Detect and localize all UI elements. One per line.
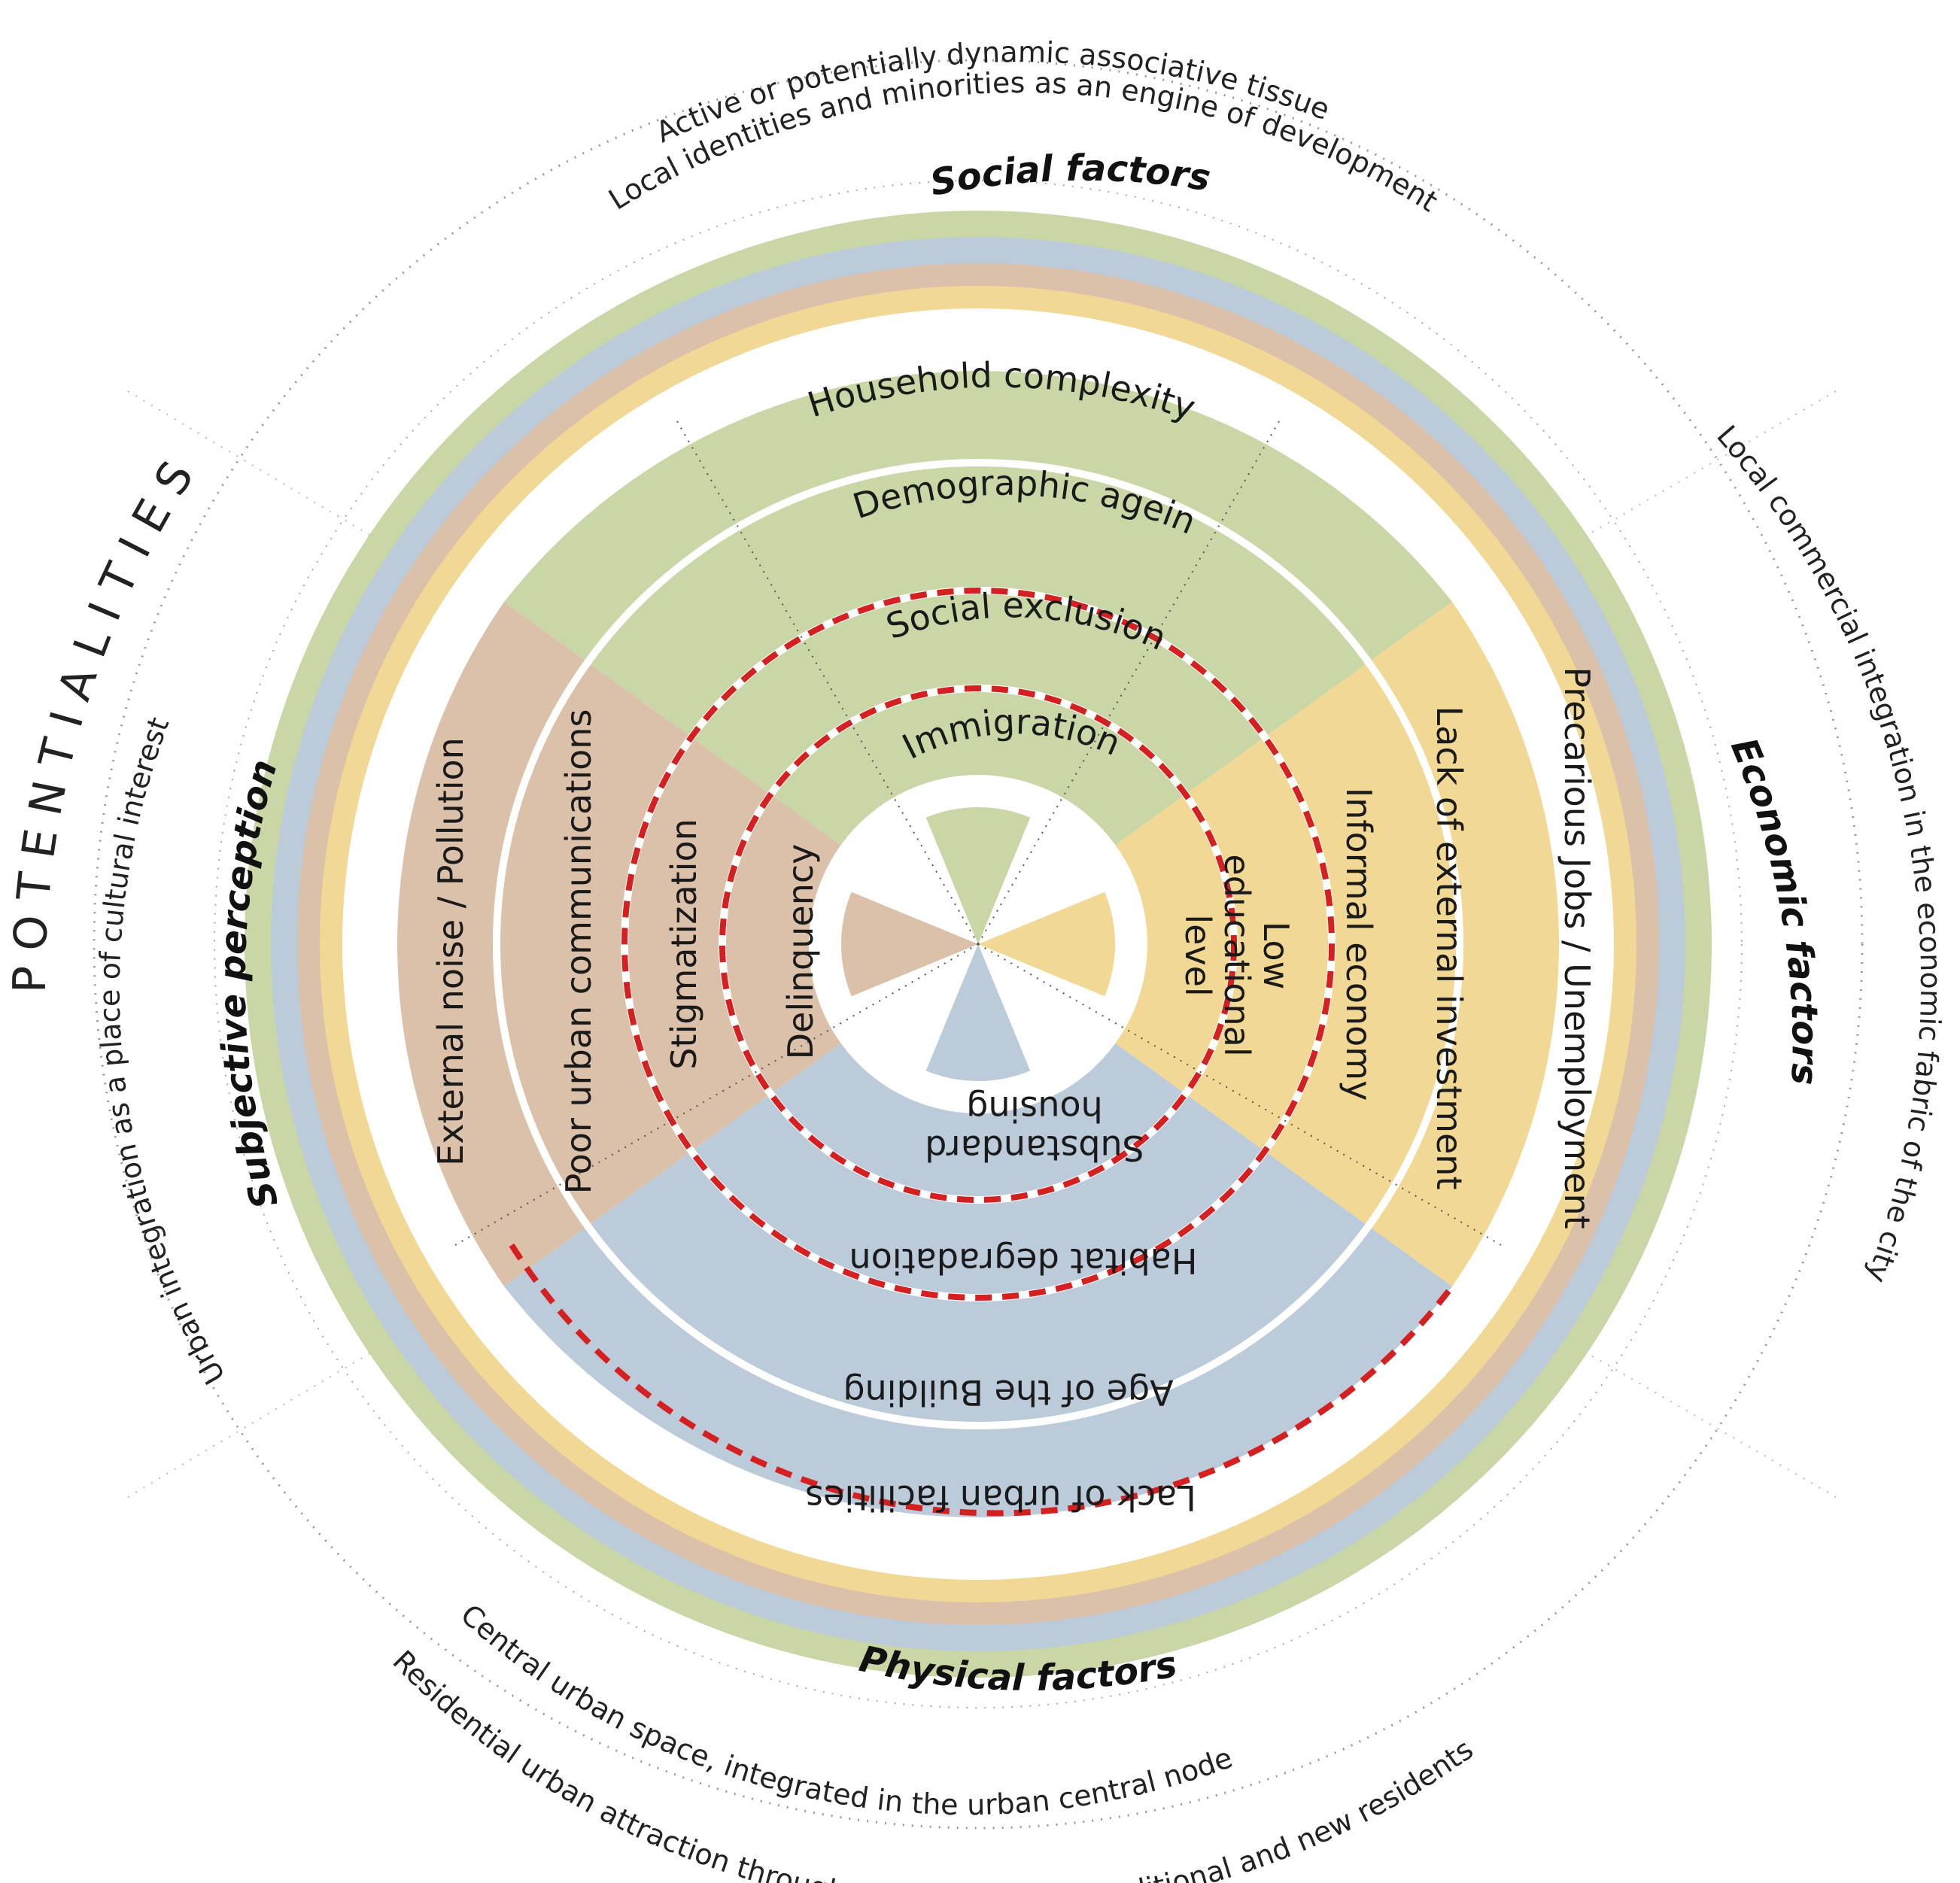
indicator-low-educational-3: level [1178, 914, 1218, 996]
indicator-lack-external-investment: Lack of external investment [1429, 706, 1469, 1190]
svg-text:Local commercial integration i: Local commercial integration in the econ… [1710, 419, 1947, 1287]
indicator-poor-urban-communications: Poor urban communications [558, 709, 599, 1195]
indicator-habitat-degradation: Habitat degradation [849, 1241, 1198, 1281]
indicator-low-educational-1: Low [1256, 922, 1296, 990]
potential-economic-1: Local commercial integration in the econ… [1710, 419, 1947, 1287]
highlight-outlines [509, 588, 1455, 1517]
indicator-low-educational-2: educational [1217, 854, 1257, 1056]
indicator-delinquency: Delinquency [780, 844, 821, 1060]
factor-social: Social factors [927, 147, 1214, 205]
indicator-substandard-1: Substandard [925, 1128, 1144, 1168]
svg-text:Economic factors: Economic factors [1722, 732, 1826, 1086]
economic-outer-sector [978, 602, 1559, 1286]
indicator-precarious-jobs: Precarious Jobs / Unemployment [1557, 667, 1597, 1229]
indicators-subjective: Delinquency Stigmatization Poor urban co… [430, 709, 821, 1195]
factor-economic: Economic factors [1722, 732, 1826, 1086]
indicators-economic: Low educational level Informal economy L… [1178, 667, 1597, 1229]
indicator-external-noise: External noise / Pollution [430, 737, 471, 1166]
indicator-age-building: Age of the Building [843, 1372, 1173, 1413]
indicator-substandard-2: housing [966, 1089, 1103, 1129]
potential-subjective-1: Urban integration as a place of cultural… [93, 713, 232, 1390]
radial-guides [454, 421, 1502, 1246]
indicator-stigmatization: Stigmatization [664, 818, 704, 1069]
indicator-lack-urban-facilities: Lack of urban facilities [805, 1478, 1196, 1518]
outer-guides [93, 59, 1864, 1830]
social-outer-sector [504, 371, 1452, 945]
svg-text:Social factors: Social factors [927, 147, 1214, 205]
indicators-physical: Substandard housing Habitat degradation … [805, 1089, 1197, 1518]
physical-outer-sector [504, 944, 1452, 1517]
svg-text:Urban integration as a place o: Urban integration as a place of cultural… [93, 713, 232, 1390]
subjective-outer-sector [397, 602, 978, 1286]
indicator-informal-economy: Informal economy [1339, 788, 1379, 1101]
